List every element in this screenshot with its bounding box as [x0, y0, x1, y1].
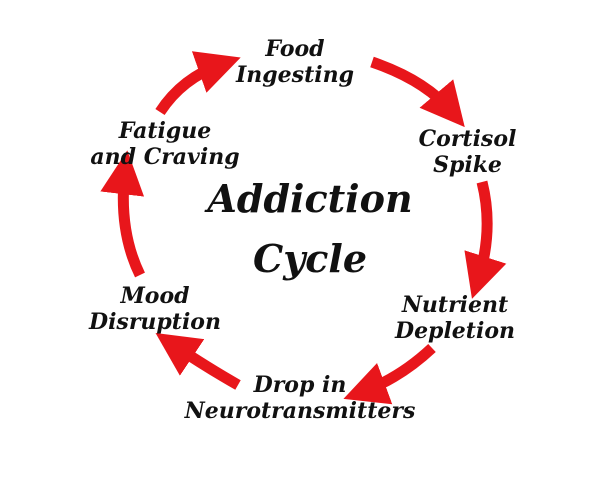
stage-label-line2: Depletion	[394, 318, 515, 344]
stage-label-line2: Ingesting	[236, 62, 354, 88]
stage-label-line1: Drop in	[253, 372, 347, 398]
diagram-title-line1: Addiction	[207, 176, 413, 221]
stage-label-line2: Disruption	[89, 309, 221, 335]
stage-label-line2: and Craving	[90, 144, 240, 170]
stage-fatigue-and-craving: Fatigue and Craving	[65, 118, 265, 170]
arrow-nutrient-to-drop-icon	[343, 343, 436, 405]
arrow-fatigue-to-food-icon	[155, 51, 241, 116]
stage-label-line1: Mood	[120, 283, 190, 309]
arrow-food-to-cortisol-icon	[370, 56, 465, 128]
stage-label-line1: Food	[265, 36, 325, 62]
stage-mood-disruption: Mood Disruption	[70, 283, 240, 335]
stage-food-ingesting: Food Ingesting	[220, 36, 370, 88]
arrow-drop-to-mood-icon	[155, 333, 241, 390]
stage-label-line2: Neurotransmitters	[184, 398, 416, 424]
stage-nutrient-depletion: Nutrient Depletion	[380, 292, 530, 344]
diagram-title-line2: Cycle	[252, 236, 368, 281]
stage-drop-in-neurotransmitters: Drop in Neurotransmitters	[150, 372, 450, 424]
stage-label-line2: Spike	[433, 152, 502, 178]
stage-label-line1: Cortisol	[418, 126, 517, 152]
stage-label-line1: Nutrient	[401, 292, 509, 318]
stage-cortisol-spike: Cortisol Spike	[400, 126, 535, 178]
arrow-mood-to-fatigue-icon	[100, 150, 145, 278]
stage-label-line1: Fatigue	[118, 118, 212, 144]
arrow-cortisol-to-nutrient-icon	[464, 180, 507, 299]
